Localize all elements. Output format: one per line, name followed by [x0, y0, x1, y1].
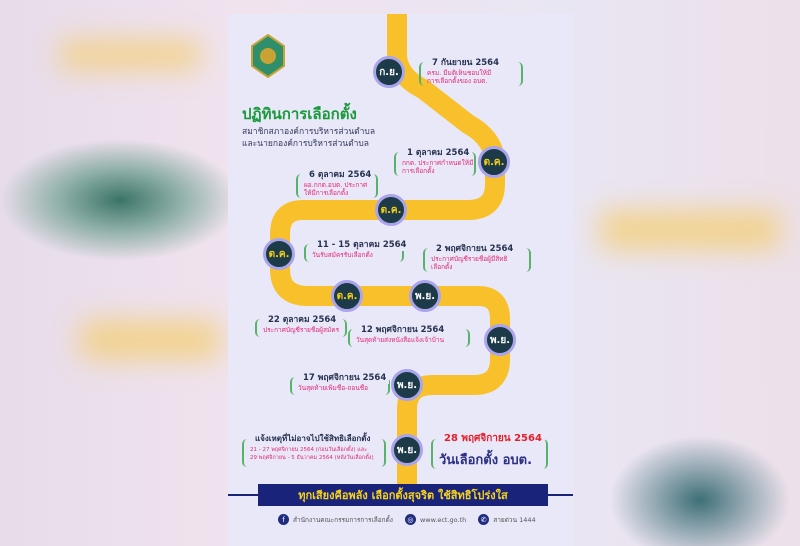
page-title: ปฏิทินการเลือกตั้ง	[242, 105, 357, 123]
hotline-link[interactable]: ✆สายด่วน 1444	[478, 514, 536, 525]
month-marker-nov: พ.ย.	[409, 280, 441, 312]
month-marker-sep: ก.ย.	[373, 56, 405, 88]
month-marker-nov: พ.ย.	[484, 324, 516, 356]
month-marker-oct: ต.ค.	[331, 280, 363, 312]
election-calendar-poster: ปฏิทินการเลือกตั้ง สมาชิกสภาองค์การบริหา…	[228, 14, 573, 546]
election-day-box: 28 พฤศจิกายน 2564 วันเลือกตั้ง อบต.	[431, 431, 548, 469]
ect-logo	[251, 34, 285, 78]
subtitle-line1: สมาชิกสภาองค์การบริหารส่วนตำบล	[242, 127, 376, 137]
website-link[interactable]: ◎www.ect.go.th	[404, 514, 466, 525]
month-marker-nov: พ.ย.	[391, 434, 423, 466]
globe-icon: ◎	[404, 514, 416, 525]
facebook-icon: f	[278, 514, 289, 525]
background-blur	[80, 320, 220, 360]
month-marker-oct: ต.ค.	[478, 146, 510, 178]
background-blur	[600, 210, 780, 250]
subtitle-line2: และนายกองค์การบริหารส่วนตำบล	[242, 139, 369, 149]
month-marker-nov: พ.ย.	[391, 369, 423, 401]
month-marker-oct: ต.ค.	[375, 194, 407, 226]
background-blur	[60, 40, 200, 70]
slogan-banner: ทุกเสียงคือพลัง เลือกตั้งสุจริต ใช้สิทธิ…	[258, 484, 548, 506]
phone-icon: ✆	[478, 514, 490, 525]
month-marker-oct: ต.ค.	[263, 238, 295, 270]
